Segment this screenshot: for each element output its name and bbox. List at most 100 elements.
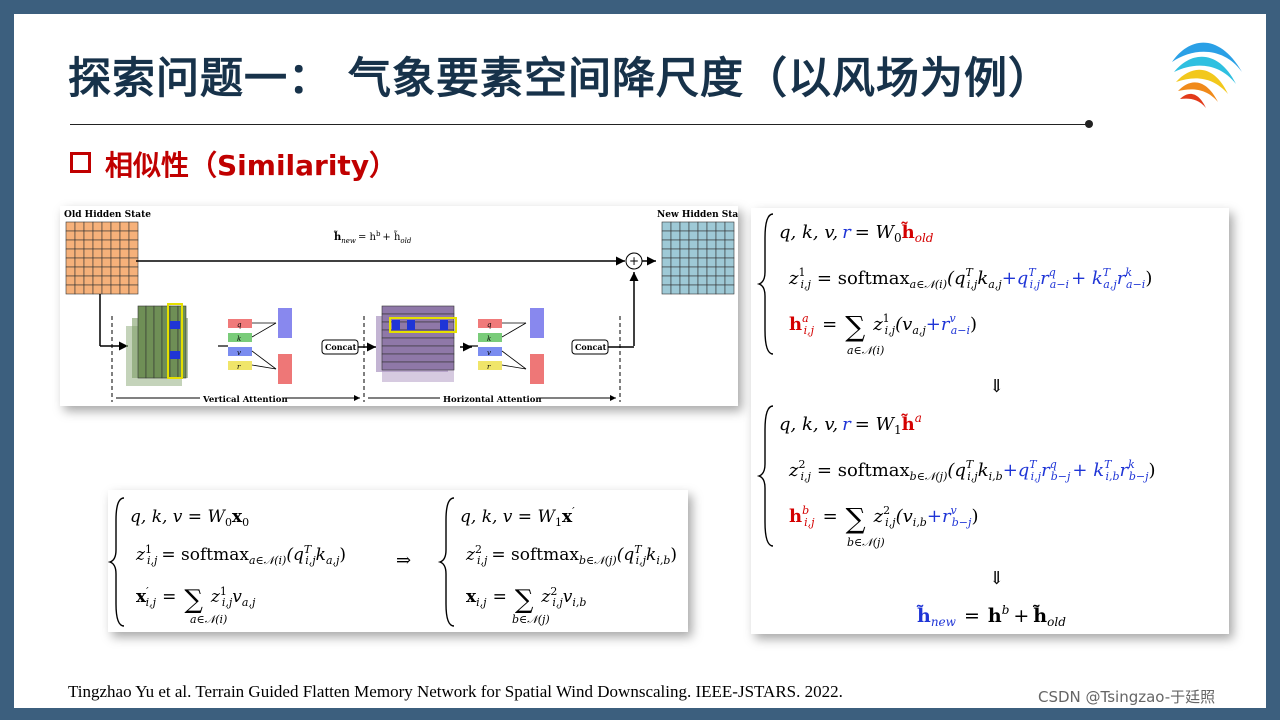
grid-cell — [661, 275, 672, 286]
vertical-attention-label: Vertical Attention — [202, 395, 288, 405]
grid-cell — [83, 221, 94, 232]
vertical-value-block — [278, 354, 292, 384]
grid-cell — [724, 284, 735, 295]
horizontal-slice — [381, 345, 455, 355]
grid-cell — [74, 284, 85, 295]
grid-cell — [74, 275, 85, 286]
grid-cell — [128, 239, 139, 250]
grid-cell — [706, 266, 717, 277]
grid-cell — [128, 257, 139, 268]
grid-cell — [83, 284, 94, 295]
grid-cell — [724, 221, 735, 232]
grid-cell — [110, 266, 121, 277]
grid-cell — [661, 257, 672, 268]
final-hidden-state-equation: h̃new=hb+h̃old — [916, 603, 1066, 629]
old-hidden-state-grid — [65, 221, 139, 295]
grid-cell — [101, 239, 112, 250]
old-hidden-state-label: Old Hidden State — [64, 210, 151, 220]
grid-cell — [679, 266, 690, 277]
page-title: 探索问题一： 气象要素空间降尺度（以风场为例） — [68, 54, 1052, 104]
grid-cell — [83, 275, 94, 286]
vertical-concat-label: Concat — [325, 342, 357, 352]
grid-cell — [92, 257, 103, 268]
grid-cell — [661, 221, 672, 232]
grid-cell — [92, 275, 103, 286]
grid-cell — [128, 221, 139, 232]
grid-cell — [706, 230, 717, 241]
qkvr-label-r: r — [237, 363, 241, 371]
grid-cell — [92, 221, 103, 232]
grid-cell — [688, 239, 699, 250]
grid-cell — [119, 266, 130, 277]
grid-cell — [724, 239, 735, 250]
grid-cell — [715, 284, 726, 295]
qkvr-block-r — [228, 361, 252, 370]
architecture-figure: Old Hidden State New Hidden State h̃new=… — [64, 210, 748, 405]
grid-cell — [679, 239, 690, 250]
horizontal-attention-label: Horizontal Attention — [443, 395, 542, 405]
grid-cell — [83, 257, 94, 268]
grid-cell — [65, 257, 76, 268]
grid-cell — [119, 284, 130, 295]
horizontal-slice — [381, 353, 455, 363]
title-divider — [70, 124, 1088, 125]
horizontal-query-block — [530, 308, 544, 338]
grid-cell — [688, 248, 699, 259]
grid-cell — [65, 284, 76, 295]
grid-cell — [92, 230, 103, 241]
qkvr-label-k: k — [237, 335, 241, 343]
grid-cell — [661, 239, 672, 250]
pos-eq-sum-index-1: a∈𝒩(i) — [847, 344, 884, 357]
grid-cell — [679, 257, 690, 268]
grid-cell — [715, 275, 726, 286]
vertical-slice — [153, 305, 163, 379]
implies-arrow: ⇒ — [396, 550, 411, 571]
grid-cell — [670, 239, 681, 250]
qkvr-label-r: r — [487, 363, 491, 371]
grid-cell — [661, 266, 672, 277]
vertical-slice — [169, 305, 179, 379]
horizontal-slice — [381, 337, 455, 347]
grid-cell — [101, 266, 112, 277]
grid-cell — [74, 266, 85, 277]
grid-cell — [65, 266, 76, 277]
grid-cell — [670, 284, 681, 295]
vertical-attention-stack — [126, 303, 188, 386]
grid-cell — [119, 248, 130, 259]
grid-cell — [119, 221, 130, 232]
grid-cell — [101, 284, 112, 295]
grid-cell — [688, 266, 699, 277]
section-heading: 相似性（Similarity） — [70, 144, 397, 184]
grid-cell — [83, 239, 94, 250]
qkvr-label-k: k — [487, 335, 491, 343]
new-hidden-state-grid — [661, 221, 735, 295]
grid-cell — [101, 221, 112, 232]
grid-cell — [101, 257, 112, 268]
grid-cell — [110, 284, 121, 295]
pos-eq-sum-index-2: b∈𝒩(j) — [847, 536, 885, 549]
grid-cell — [724, 230, 735, 241]
grid-cell — [679, 230, 690, 241]
grid-cell — [724, 248, 735, 259]
grid-cell — [101, 275, 112, 286]
grid-cell — [110, 239, 121, 250]
grid-cell — [65, 239, 76, 250]
left-eq-qkv: q, k, v = W0x0 — [130, 507, 249, 529]
grid-cell — [83, 230, 94, 241]
grid-cell — [670, 266, 681, 277]
grid-cell — [119, 230, 130, 241]
grid-cell — [724, 266, 735, 277]
sum-symbol: + — [629, 254, 639, 268]
grid-cell — [128, 248, 139, 259]
grid-cell — [679, 221, 690, 232]
grid-cell — [697, 221, 708, 232]
grid-cell — [92, 248, 103, 259]
grid-cell — [670, 230, 681, 241]
